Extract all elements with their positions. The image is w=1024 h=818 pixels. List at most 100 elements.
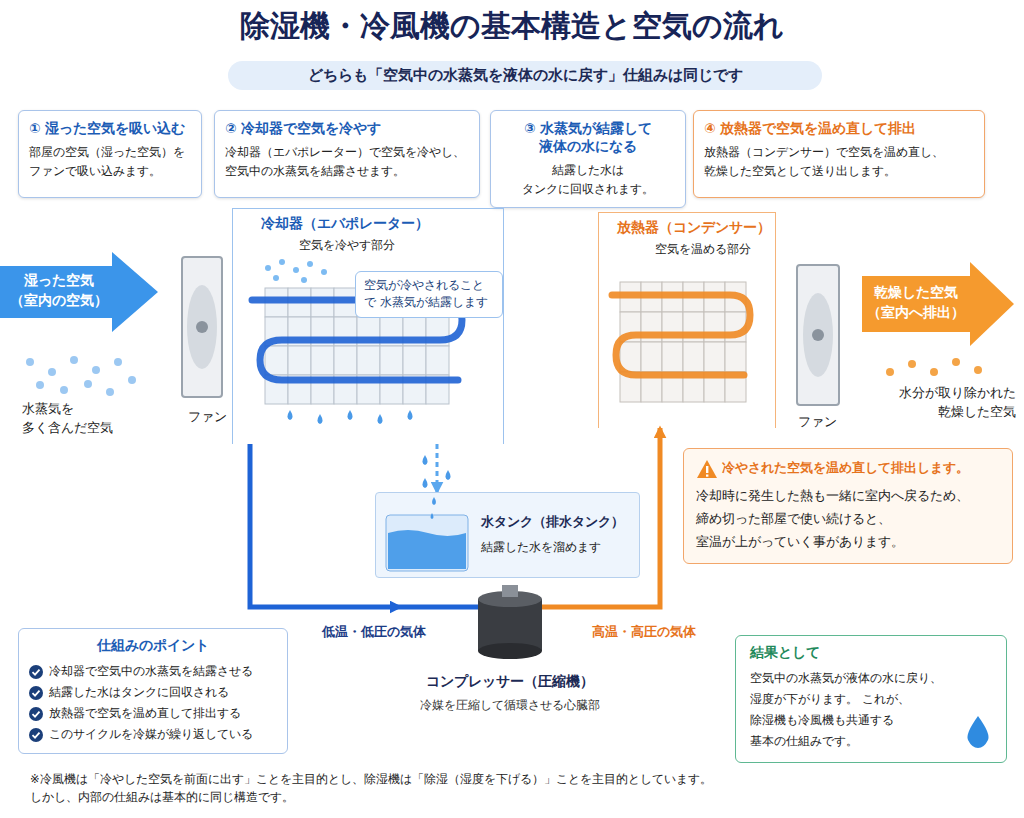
heading-text: 冷却器（エバポレーター）: [261, 215, 503, 233]
fin: [357, 346, 380, 375]
warning-triangle: [697, 460, 717, 478]
step-box: ④ 放熱器で空気を温め直して排出放熱器（コンデンサー）で空気を温め直し、 乾燥し…: [693, 110, 985, 198]
compressor-cap: [502, 585, 518, 597]
water-drop: [423, 455, 428, 465]
check-circle: [29, 665, 43, 679]
body-text: 放熱器で空気を温め直して排出する: [29, 703, 277, 724]
condenser-pipe: [612, 295, 750, 375]
edge-label: 低温・低圧の気体: [318, 622, 430, 642]
vapor-dot: [92, 366, 100, 374]
heading-text: コンプレッサー（圧縮機）: [400, 673, 620, 691]
air-note: 水蒸気を 多く含んだ空気: [22, 400, 142, 438]
heading-text: ④ 放熱器で空気を温め直して排出: [704, 119, 974, 137]
water-drop: [446, 470, 451, 480]
footnote: ※冷風機は「冷やした空気を前面に出す」ことを主目的とし、除湿機は「除湿（湿度を下…: [30, 770, 750, 807]
air-arrow: 乾燥した空気 （室内へ排出）: [862, 262, 1014, 346]
compressor-drawing: [400, 583, 620, 667]
step-box: ③ 水蒸気が結露して 液体の水になる結露した水は タンクに回収されます。: [490, 110, 686, 208]
body-text: 結露した水を溜めます: [481, 539, 631, 556]
vapor-dot: [114, 358, 122, 366]
dry-dot: [886, 368, 894, 376]
heading-text: 水タンク（排水タンク）: [481, 513, 631, 531]
body-text: このサイクルを冷媒が繰り返している: [29, 724, 277, 745]
drip-arrow: [436, 444, 439, 492]
fan-label: ファン: [798, 413, 848, 432]
dry-dot: [930, 368, 938, 376]
vapor-dot: [36, 381, 44, 389]
splash-dot: [321, 269, 327, 275]
air-note: 水分が取り除かれた 乾燥した空気: [878, 384, 1016, 422]
warning-mark: [706, 466, 708, 473]
fin: [334, 346, 357, 375]
fin: [265, 346, 288, 375]
body-text: 冷却器で空気中の水蒸気を結露させる: [29, 661, 277, 682]
fin: [683, 342, 704, 372]
body-text: 結露した水は タンクに回収されます。: [501, 161, 675, 199]
condenser-fins: [620, 282, 746, 402]
heading-text: 仕組みのポイント: [29, 637, 277, 655]
step-box: ① 湿った空気を吸い込む部屋の空気（湿った空気）を ファンで吸い込みます。: [18, 110, 202, 198]
water-drop: [288, 410, 293, 420]
heading-text: 結果として: [750, 644, 956, 662]
fan-frame: [797, 265, 839, 405]
vapor-dot: [84, 380, 92, 388]
body-text: 冷却時に発生した熱も一緒に室内へ戻るため、 締め切った部屋で使い続けると、 室温…: [696, 484, 1000, 553]
check-icon: [29, 686, 43, 700]
result-box: 結果として空気中の水蒸気が液体の水に戻り、 湿度が下がります。 これが、除湿機も…: [735, 635, 1007, 763]
heading-text: 冷やされた空気を温め直して排出します。: [722, 459, 1000, 478]
heading-text: ② 冷却器で空気を冷やす: [225, 119, 469, 137]
fin: [662, 342, 683, 372]
callout-text: 空気が冷やされることで 水蒸気が結露します: [364, 277, 494, 312]
points-box: 仕組みのポイント冷却器で空気中の水蒸気を結露させる結露した水はタンクに回収される…: [18, 628, 288, 754]
check-circle: [29, 728, 43, 742]
body-text: 放熱器（コンデンサー）で空気を温め直し、 乾燥した空気として送り出します。: [704, 143, 974, 181]
compressor: コンプレッサー（圧縮機）冷媒を圧縮して循環させる心臓部: [400, 583, 620, 714]
body-text: 部屋の空気（湿った空気）を ファンで吸い込みます。: [29, 143, 191, 181]
check-mark: [33, 733, 40, 738]
subtitle-text: どちらも「空気中の水蒸気を液体の水に戻す」仕組みは同じです: [228, 66, 822, 85]
vapor-dot: [48, 368, 56, 376]
pipe-stub: [400, 605, 482, 610]
air-arrow: 湿った空気 （室内の空気）: [0, 252, 158, 332]
water-tank: 水タンク（排水タンク） 結露した水を溜めます: [375, 492, 640, 578]
vapor-dot: [60, 386, 68, 394]
splash-dot: [301, 277, 307, 283]
check-mark: [33, 691, 40, 696]
splash-dot: [307, 261, 313, 267]
fan-frame: [182, 257, 222, 397]
dry-dot: [974, 366, 982, 374]
arrow-label: 湿った空気 （室内の空気）: [0, 252, 118, 310]
body-text: 冷却器（エバポレーター）で空気を冷やし、 空気中の水蒸気を結露させます。: [225, 143, 469, 181]
check-icon: [29, 665, 43, 679]
splash-dot: [265, 265, 271, 271]
drop-shape: [967, 716, 988, 748]
water-drop: [408, 410, 413, 420]
fin: [311, 346, 334, 375]
evaporator-area: 冷却器（エバポレーター） 空気を冷やす部分空気が冷やされることで 水蒸気が結露しま…: [232, 208, 504, 444]
splash-dot: [273, 275, 279, 281]
vapor-dot: [70, 356, 78, 364]
water-drop: [378, 414, 383, 424]
dry-dot: [952, 358, 960, 366]
air-dots: [26, 356, 982, 396]
body-text: 空気中の水蒸気が液体の水に戻り、 湿度が下がります。 これが、除湿機も冷風機も共…: [750, 668, 956, 752]
body-text: 空気を冷やす部分: [299, 237, 503, 254]
fin: [288, 346, 311, 375]
edge-label: 高温・高圧の気体: [588, 622, 700, 642]
fin: [380, 346, 403, 375]
fin: [641, 342, 662, 372]
fan-blade: [187, 285, 217, 369]
step-box: ② 冷却器で空気を冷やす冷却器（エバポレーター）で空気を冷やし、 空気中の水蒸気…: [214, 110, 480, 198]
vapor-dot: [26, 358, 34, 366]
fin: [403, 346, 426, 375]
tank-water: [376, 493, 476, 577]
diagram-title: 除湿機・冷風機の基本構造と空気の流れ: [0, 6, 1024, 47]
heading-text: 放熱器（コンデンサー）: [617, 219, 775, 237]
fan-label: ファン: [188, 408, 238, 427]
water-drop: [318, 414, 323, 424]
check-mark: [33, 670, 40, 675]
tank-body: [386, 515, 468, 571]
fan-blade: [803, 293, 833, 377]
vapor-dot: [106, 388, 114, 396]
vapor-dot: [128, 376, 136, 384]
